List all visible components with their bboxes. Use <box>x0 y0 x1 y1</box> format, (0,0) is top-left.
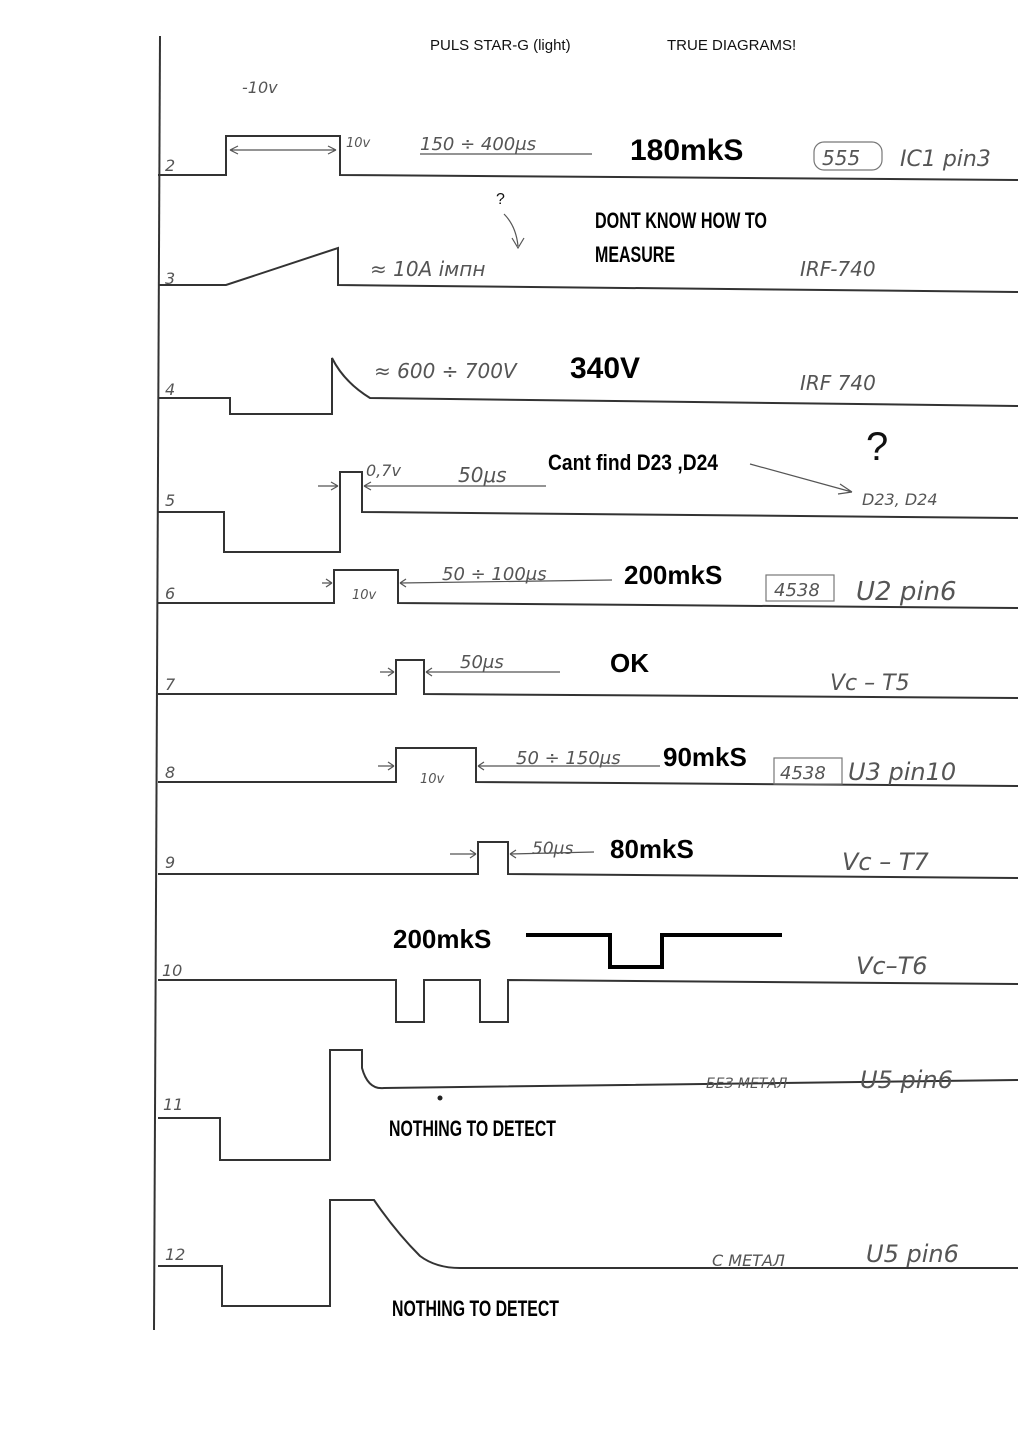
width-arrow <box>318 481 546 491</box>
row-number: 7 <box>165 675 176 694</box>
row-11: 11 БЕЗ МЕТАЛ U5 pin6 NOTHING TO DETECT <box>158 1049 1019 1161</box>
row-3: 3 ≈ 10A імпн ? DONT KNOW HOW TO MEASURE … <box>158 191 1019 293</box>
row-number: 5 <box>165 491 175 510</box>
waveform-trace <box>158 135 1019 181</box>
row-2: 2 10v 150 ÷ 400μs 180mkS 555 IC1 pin3 <box>158 134 1019 181</box>
waveform-trace <box>158 357 1019 415</box>
part-label: Vc – T5 <box>830 671 910 696</box>
measured-value: 90mkS <box>663 742 747 772</box>
measured-value: 340V <box>570 352 640 385</box>
marker-dot <box>437 1095 443 1101</box>
part-label: IC1 pin3 <box>900 147 991 172</box>
row-10: 10 200mkS Vc–T6 <box>158 924 1019 1023</box>
row-number: 9 <box>165 853 175 872</box>
row-7: 7 50μs OK Vc – T5 <box>158 648 1019 699</box>
row-number: 12 <box>165 1245 185 1264</box>
row-5: 5 0,7v 50μs Cant find D23 ,D24 ? D23, D2… <box>158 425 1019 553</box>
row-number: 8 <box>165 763 175 782</box>
duration-note: 50 ÷ 100μs <box>442 564 547 585</box>
width-arrow <box>450 849 595 859</box>
row-4: 4 ≈ 600 ÷ 700V 340V IRF 740 <box>158 352 1019 415</box>
amplitude-note: 0,7v <box>366 461 401 480</box>
condition-note: С МЕТАЛ <box>712 1251 785 1270</box>
row-number: 2 <box>165 156 175 175</box>
voltage-note: ≈ 600 ÷ 700V <box>374 359 518 383</box>
row-number: 6 <box>165 584 175 603</box>
width-arrow <box>322 578 613 588</box>
waveform-trace <box>158 841 1019 879</box>
row-6: 6 10v 50 ÷ 100μs 200mkS 4538 U2 pin6 <box>158 560 1019 609</box>
top-voltage-label: -10v <box>242 78 278 97</box>
width-arrow <box>378 761 660 771</box>
part-label: D23, D24 <box>862 490 938 509</box>
row-number: 3 <box>165 269 175 288</box>
chip-label: 555 <box>822 146 860 170</box>
duration-note: 50μs <box>532 839 573 859</box>
measured-value: 180mkS <box>630 134 743 167</box>
pointer-arrow <box>503 213 525 250</box>
current-note: ≈ 10A імпн <box>370 257 485 281</box>
status-note: NOTHING TO DETECT <box>392 1296 559 1321</box>
duration-note: 50 ÷ 150μs <box>516 748 621 769</box>
chip-label: 4538 <box>780 763 826 784</box>
measured-value: 80mkS <box>610 834 694 864</box>
waveform-trace <box>158 659 1019 699</box>
pointer-arrow <box>749 463 853 495</box>
row-number: 4 <box>165 380 175 399</box>
chip-label: 4538 <box>774 580 820 601</box>
amplitude-note: 10v <box>420 772 445 787</box>
waveform-trace <box>158 747 1019 787</box>
part-label: Vc–T6 <box>856 952 928 980</box>
condition-note: БЕЗ МЕТАЛ <box>706 1076 788 1092</box>
waveform-trace <box>158 471 1019 553</box>
duration-note: 50μs <box>460 652 504 673</box>
status-note-line-1: DONT KNOW HOW TO <box>595 208 767 233</box>
amplitude-note: 10v <box>352 588 377 603</box>
width-arrow <box>229 145 337 155</box>
duration-note: 50μs <box>458 463 507 487</box>
part-label: U5 pin6 <box>860 1066 953 1094</box>
waveform-trace <box>158 569 1019 609</box>
left-margin-line <box>153 35 161 1331</box>
waveform-trace <box>158 978 1019 1023</box>
measured-value: 200mkS <box>393 924 491 954</box>
part-label: U5 pin6 <box>866 1240 959 1268</box>
waveform-trace <box>158 1049 1019 1161</box>
question-mark: ? <box>496 191 505 208</box>
status-note: NOTHING TO DETECT <box>389 1116 556 1141</box>
waveform-trace <box>158 246 1019 293</box>
row-12: 12 С МЕТАЛ U5 pin6 NOTHING TO DETECT <box>158 1199 1018 1321</box>
expected-waveform <box>526 933 782 969</box>
part-label: IRF 740 <box>800 371 876 395</box>
part-label: Vc – T7 <box>842 848 930 876</box>
question-mark: ? <box>866 425 888 469</box>
part-label: U2 pin6 <box>856 577 957 607</box>
status-note: Cant find D23 ,D24 <box>548 450 719 475</box>
chip-box <box>813 141 883 171</box>
waveform-trace <box>158 1199 1018 1307</box>
row-number: 11 <box>163 1095 183 1114</box>
part-label: IRF-740 <box>800 257 876 281</box>
width-arrow <box>380 667 560 677</box>
row-9: 9 50μs 80mkS Vc – T7 <box>158 834 1019 879</box>
status-note-line-2: MEASURE <box>595 242 675 267</box>
part-label: U3 pin10 <box>848 758 956 786</box>
measured-value: OK <box>610 648 649 678</box>
sheet-subtitle: TRUE DIAGRAMS! <box>667 37 796 54</box>
chip-box <box>765 574 835 602</box>
measured-value: 200mkS <box>624 560 722 590</box>
duration-note: 150 ÷ 400μs <box>420 134 536 155</box>
sheet-title: PULS STAR-G (light) <box>430 37 571 54</box>
row-8: 8 10v 50 ÷ 150μs 90mkS 4538 U3 pin10 <box>158 742 1019 787</box>
row-number: 10 <box>162 961 182 980</box>
chip-box <box>773 757 843 785</box>
amplitude-note: 10v <box>346 136 371 151</box>
